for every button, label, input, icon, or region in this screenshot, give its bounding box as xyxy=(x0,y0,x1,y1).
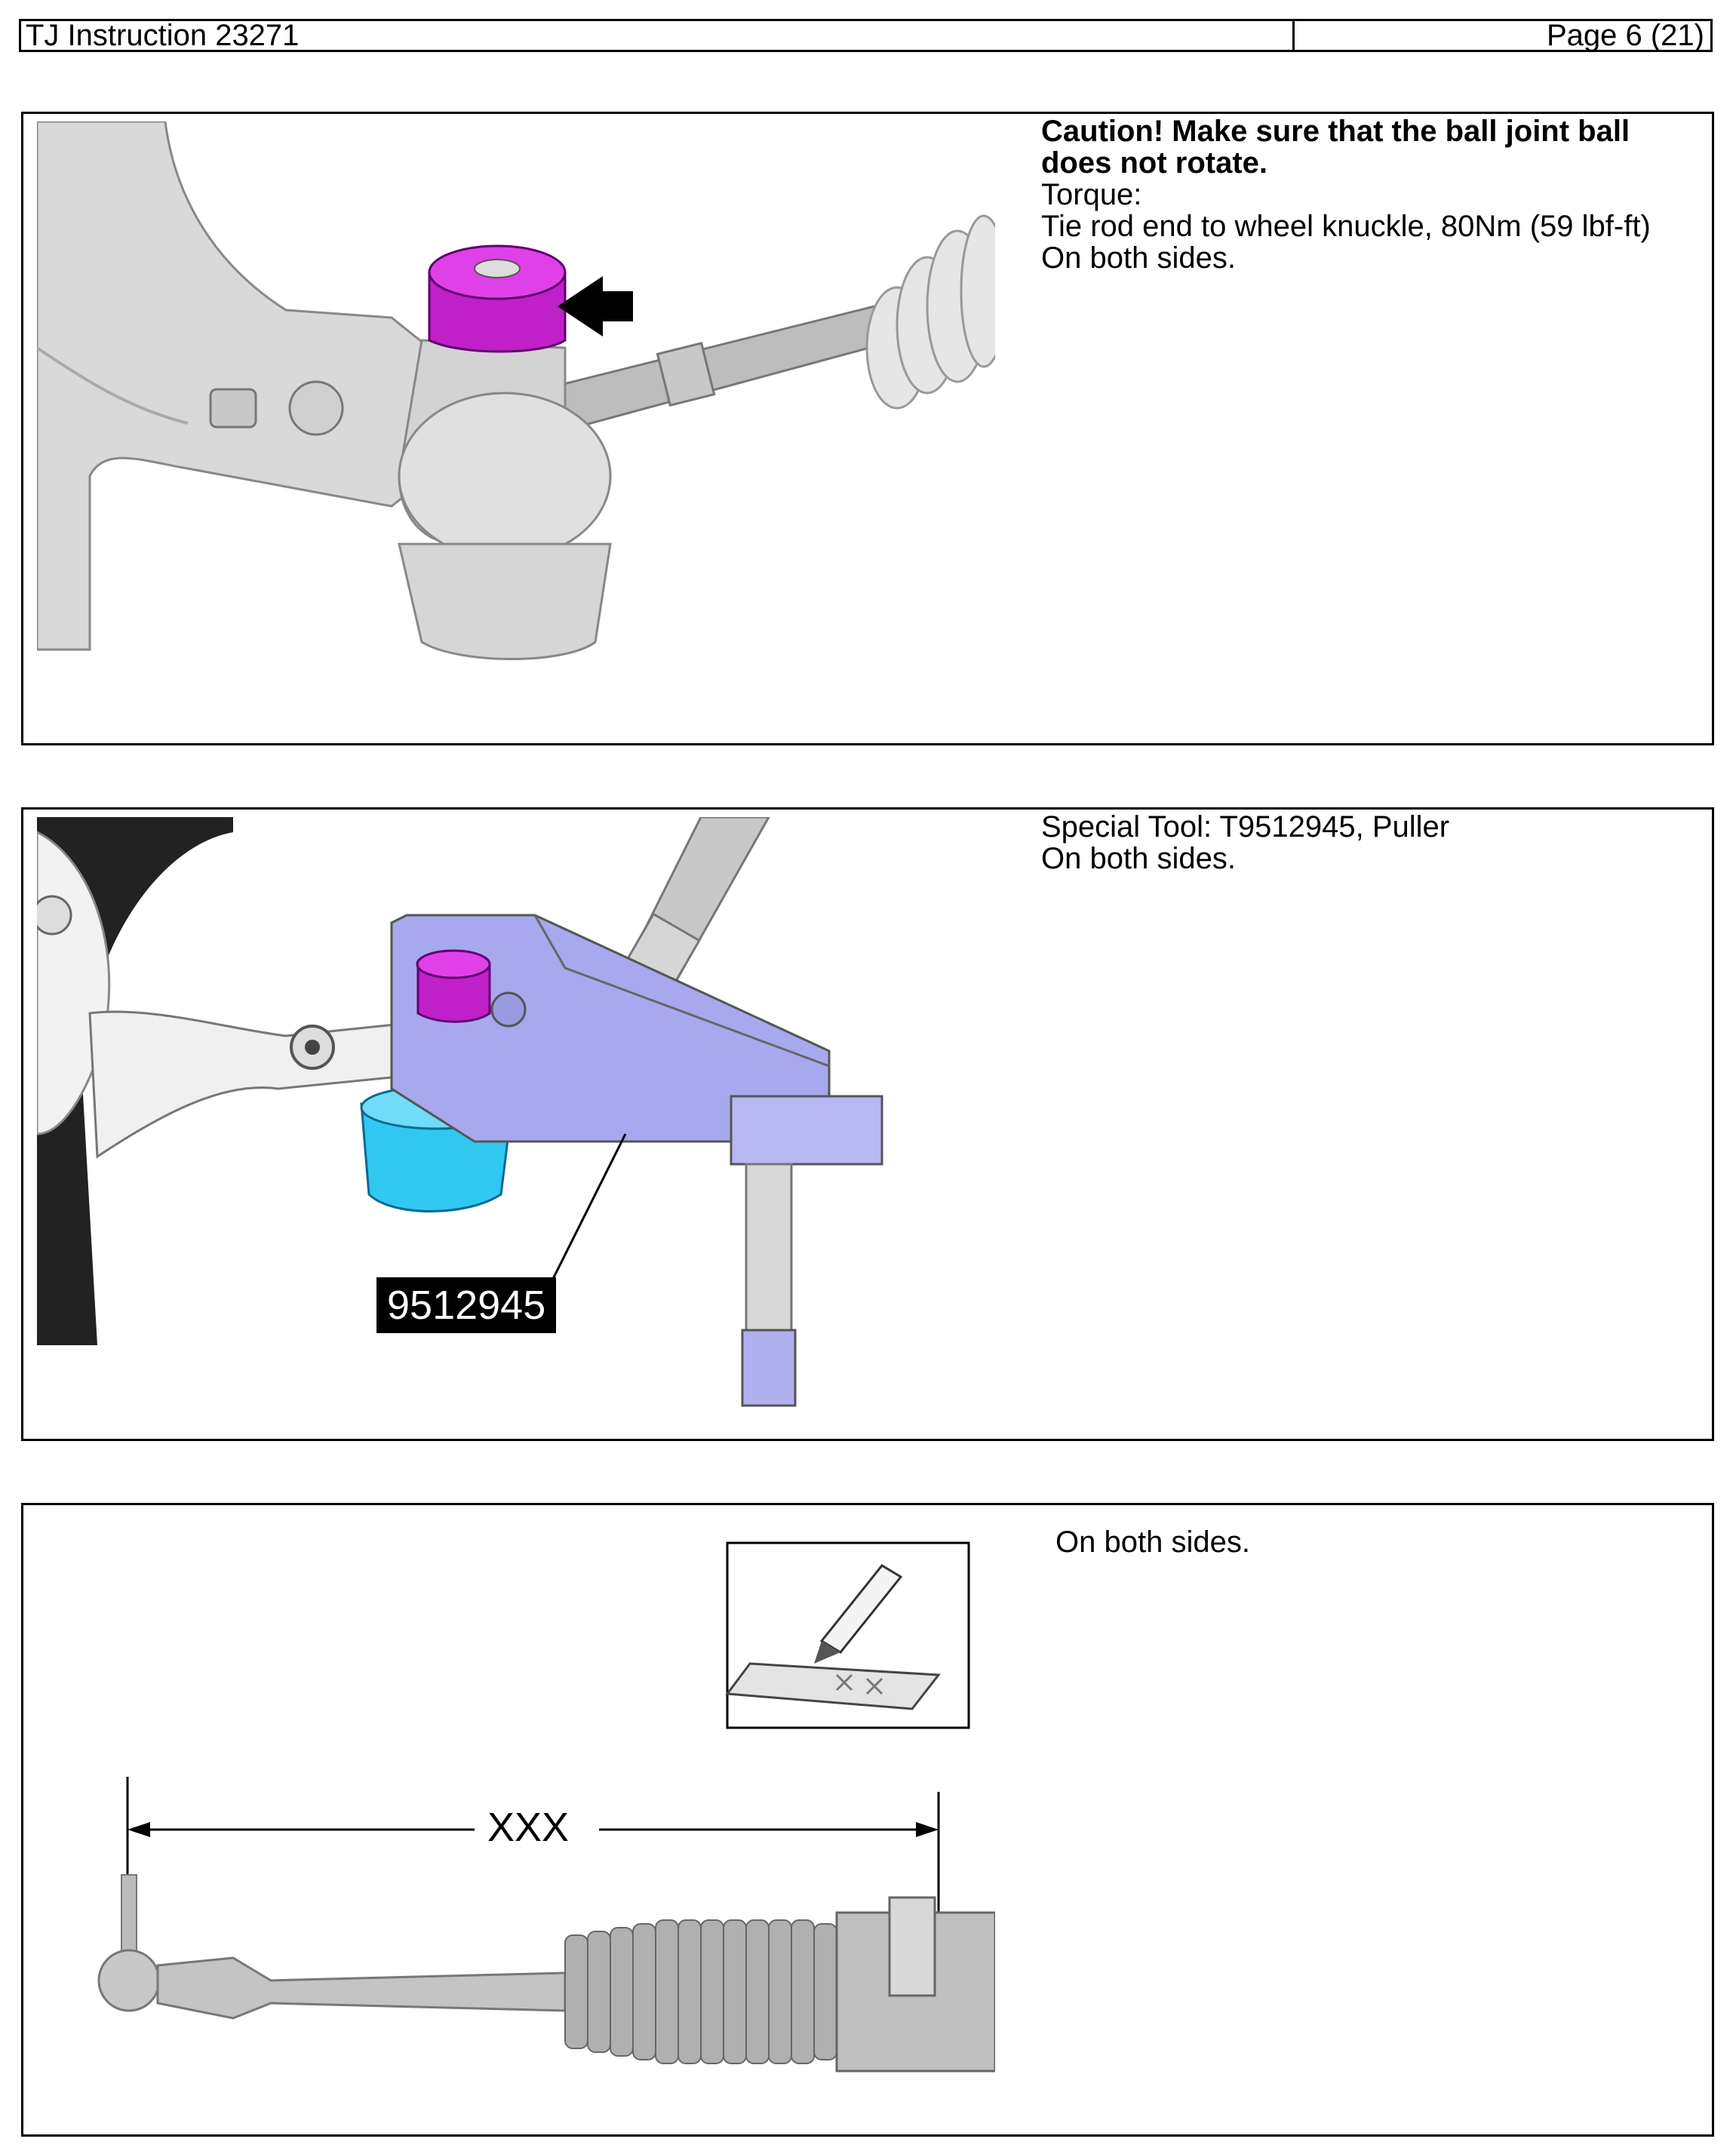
puller-tool-illustration: 9512945 xyxy=(37,817,995,1428)
dimension-label: XXX xyxy=(487,1805,570,1850)
both-sides-note: On both sides. xyxy=(1055,1526,1250,1559)
step-panel-2: 9512945 Special Tool: T9512945, Puller O… xyxy=(21,807,1714,1441)
caution-text: Caution! Make sure that the ball joint b… xyxy=(1041,115,1630,180)
document-title: TJ Instruction 23271 xyxy=(21,19,1295,52)
both-sides-note: On both sides. xyxy=(1041,842,1236,875)
torque-spec: Tie rod end to wheel knuckle, 80Nm (59 l… xyxy=(1041,210,1651,243)
step-panel-3: XXX On both sides. xyxy=(21,1503,1714,2137)
tie-rod-nut-illustration xyxy=(37,121,995,733)
step-2-instructions: Special Tool: T9512945, Puller On both s… xyxy=(1041,811,1705,874)
tool-number-label: 9512945 xyxy=(376,1277,557,1333)
page-header: TJ Instruction 23271 Page 6 (21) xyxy=(19,19,1713,52)
torque-label: Torque: xyxy=(1041,178,1142,211)
special-tool-text: Special Tool: T9512945, Puller xyxy=(1041,810,1450,843)
step-panel-1: Caution! Make sure that the ball joint b… xyxy=(21,112,1714,745)
pen-marking-icon xyxy=(725,1541,970,1729)
both-sides-note: On both sides. xyxy=(1041,241,1236,275)
tie-rod-measurement-illustration: XXX xyxy=(37,1513,995,2124)
page-number: Page 6 (21) xyxy=(1546,18,1704,52)
step-3-instructions: On both sides. xyxy=(1055,1526,1719,1558)
step-1-instructions: Caution! Make sure that the ball joint b… xyxy=(1041,115,1705,274)
